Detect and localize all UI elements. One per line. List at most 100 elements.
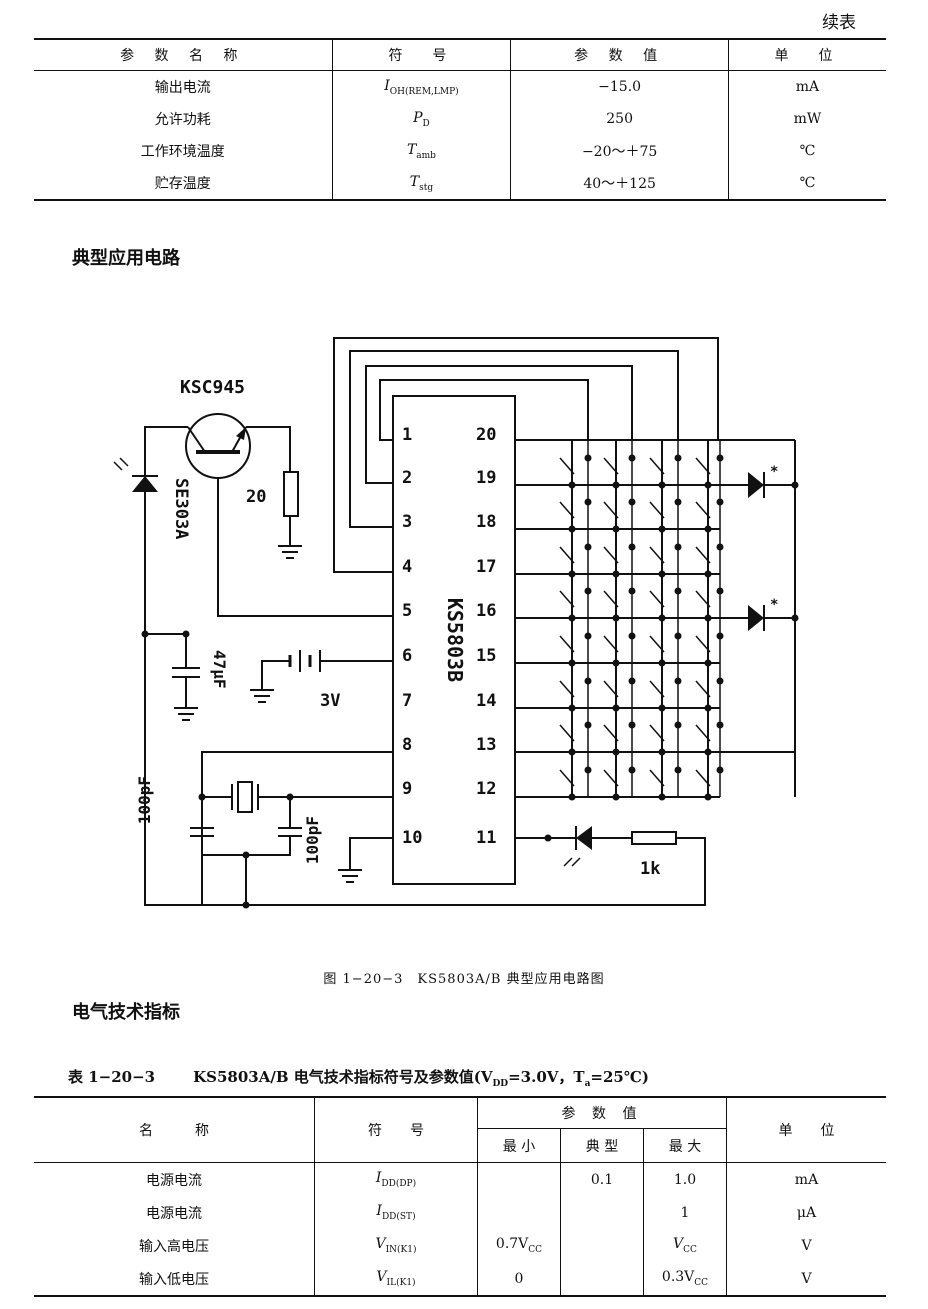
row-name: 允许功耗 — [154, 112, 211, 128]
pin-label: 12 — [476, 779, 496, 799]
row-typ — [560, 1229, 644, 1262]
header-unit: 单 位 — [727, 39, 886, 71]
pin-label: 4 — [402, 557, 412, 577]
row-unit: V — [726, 1229, 886, 1262]
table-row: 输出电流 IOH(REM,LMP) −15.0 mA — [34, 70, 886, 103]
table-row: 电源电流 IDD(DP) 0.1 1.0 mA — [34, 1162, 886, 1196]
row-min — [477, 1196, 561, 1229]
section-title-electrical: 电气技术指标 — [72, 1002, 180, 1023]
row-unit: ℃ — [727, 167, 886, 200]
row-symbol: IDD(ST) — [314, 1196, 478, 1229]
chip-body — [392, 395, 516, 885]
table-row: 工作环境温度 Tamb −20～＋75 ℃ — [34, 135, 886, 167]
row-min — [477, 1162, 561, 1196]
row-value: 250 — [510, 103, 729, 135]
row-max: 1 — [643, 1196, 727, 1229]
circuit-diagram: KS5803B 1 2 3 4 5 6 7 8 9 10 20 19 18 17… — [113, 337, 799, 909]
led-label: SE303A — [171, 478, 191, 539]
table-caption-number: 表 1−20−3 — [68, 1068, 156, 1086]
row-min: 0 — [477, 1262, 561, 1296]
row-unit: mA — [727, 70, 886, 103]
pin-label: 11 — [476, 828, 496, 848]
header-unit: 单 位 — [726, 1097, 886, 1163]
parameter-table: 参 数 名 称 符 号 参 数 值 单 位 输出电流 IOH(REM,LMP) … — [34, 38, 886, 201]
pin-label: 5 — [402, 601, 412, 621]
row-symbol: VIN(K1) — [314, 1229, 478, 1262]
pin-label: 6 — [402, 646, 412, 666]
row-typ: 0.1 — [560, 1162, 644, 1196]
row-value: −15.0 — [510, 70, 729, 103]
diode-mark: * — [770, 597, 778, 613]
pin-label: 2 — [402, 468, 412, 488]
row-typ — [560, 1196, 644, 1229]
resistor-1k-label: 1k — [640, 859, 660, 879]
section-title-circuit: 典型应用电路 — [72, 248, 180, 269]
header-min: 最 小 — [477, 1128, 561, 1163]
row-symbol: VIL(K1) — [314, 1262, 478, 1296]
pin-label: 3 — [402, 512, 412, 532]
table-header-row: 参 数 名 称 符 号 参 数 值 单 位 — [34, 39, 886, 71]
resistor-icon — [283, 471, 299, 517]
ir-led-icon — [576, 826, 592, 850]
led-icon — [132, 476, 158, 492]
pin-label: 7 — [402, 691, 412, 711]
pin-label: 17 — [476, 557, 496, 577]
row-min: 0.7VCC — [477, 1229, 561, 1262]
diode-icon — [748, 605, 764, 631]
header-symbol: 符 号 — [314, 1097, 478, 1163]
row-typ — [560, 1262, 644, 1296]
header-name: 名 称 — [34, 1097, 315, 1163]
row-max: 1.0 — [643, 1162, 727, 1196]
resistor-icon — [631, 831, 677, 845]
diode-mark: * — [770, 464, 778, 480]
table-row: 允许功耗 PD 250 mW — [34, 103, 886, 135]
header-typ: 典 型 — [560, 1128, 644, 1163]
row-value: −20～＋75 — [510, 135, 729, 167]
resistor-20-label: 20 — [246, 487, 266, 507]
pin-label: 14 — [476, 691, 496, 711]
table-row: 电源电流 IDD(ST) 1 μA — [34, 1196, 886, 1229]
row-name: 输入高电压 — [139, 1238, 209, 1255]
transistor-icon — [185, 413, 251, 479]
row-symbol: Tamb — [331, 135, 511, 167]
battery-label: 3V — [320, 691, 340, 711]
row-name: 贮存温度 — [154, 176, 211, 192]
pin-label: 16 — [476, 601, 496, 621]
header-symbol: 符 号 — [331, 39, 511, 71]
key-matrix: * * — [515, 439, 799, 801]
row-symbol: PD — [331, 103, 511, 135]
row-value: 40～＋125 — [510, 167, 729, 200]
header-max: 最 大 — [643, 1128, 727, 1163]
row-unit: V — [726, 1262, 886, 1296]
figure-caption: 图 1−20−3 KS5803A/B 典型应用电路图 — [323, 972, 605, 987]
row-max: VCC — [643, 1229, 727, 1262]
row-unit: mW — [727, 103, 886, 135]
cap-100-right-label: 100pF — [303, 816, 322, 864]
table-caption-text: KS5803A/B 电气技术指标符号及参数值(V — [193, 1068, 493, 1086]
row-symbol: Tstg — [331, 167, 511, 200]
transistor-label: KSC945 — [180, 377, 245, 398]
table-row: 输入低电压 VIL(K1) 0 0.3VCC V — [34, 1262, 886, 1296]
row-name: 电源电流 — [146, 1172, 202, 1189]
diode-icon — [748, 472, 764, 498]
chip-label: KS5803B — [443, 598, 467, 682]
row-unit: mA — [726, 1162, 886, 1196]
cap-100-left-label: 100pF — [135, 776, 154, 824]
continued-label: 续表 — [822, 13, 856, 33]
table-row: 输入高电压 VIN(K1) 0.7VCC VCC V — [34, 1229, 886, 1262]
row-unit: ℃ — [727, 135, 886, 167]
pin-label: 18 — [476, 512, 496, 532]
table-row: 贮存温度 Tstg 40～＋125 ℃ — [34, 167, 886, 200]
pin-label: 19 — [476, 468, 496, 488]
electrical-table: 名 称 符 号 参 数 值 单 位 最 小 典 型 最 大 电源电流 IDD(D… — [34, 1096, 886, 1297]
pin-label: 1 — [402, 425, 412, 445]
scan-lines — [333, 337, 719, 573]
row-name: 电源电流 — [146, 1205, 202, 1222]
cap-47-label: 47μF — [210, 650, 229, 689]
row-max: 0.3VCC — [643, 1262, 727, 1296]
header-value: 参 数 值 — [477, 1097, 727, 1129]
row-name: 工作环境温度 — [140, 144, 225, 160]
crystal-icon — [237, 781, 253, 813]
pin-label: 10 — [402, 828, 422, 848]
